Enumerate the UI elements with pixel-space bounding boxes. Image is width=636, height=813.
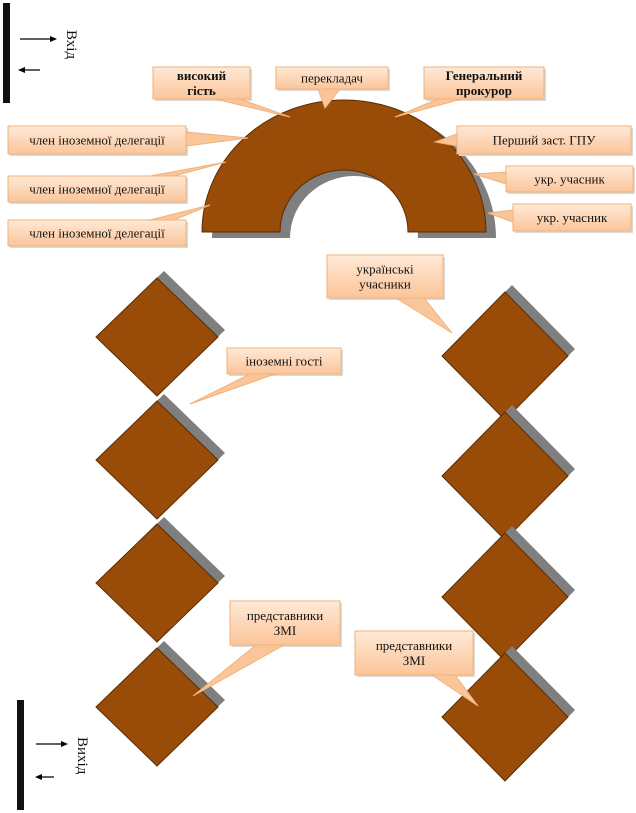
table-left-3 [95, 517, 225, 643]
callout-pointer [214, 98, 291, 118]
callout-ukr-participant-1: укр. учасник [473, 165, 635, 194]
callout-label: член іноземної делегації [29, 182, 165, 197]
callout-label: укр. учасник [534, 172, 605, 187]
callout-label: високий [177, 68, 227, 83]
callout-label: українські [356, 262, 414, 277]
horseshoe-top [201, 99, 487, 233]
callout-label: ЗМІ [403, 653, 425, 668]
callout-box [326, 254, 444, 299]
callout-box [226, 347, 342, 375]
right-table-row [441, 285, 575, 782]
table-top [441, 411, 569, 541]
callout-box [423, 66, 545, 100]
callout-label: іноземні гості [246, 354, 323, 369]
callout-pointer [149, 204, 211, 221]
entrance: Вхід [3, 3, 79, 103]
callout-label: Генеральний [446, 68, 523, 83]
callout-label: гість [187, 83, 216, 98]
callout-foreign-delegation-3: член іноземної делегації [7, 204, 211, 248]
callout-box [275, 66, 389, 90]
table-top [95, 647, 219, 767]
callout-pointer [189, 373, 276, 405]
exit-arrow-in-head [61, 741, 68, 747]
entrance-arrow-out-head [18, 67, 25, 73]
callout-pointer [394, 297, 453, 334]
callout-label: прокурор [456, 83, 512, 98]
callout-box [7, 175, 187, 203]
callout-pointer [394, 98, 463, 118]
table-right-3 [441, 526, 575, 662]
exit-arrow-out-head [35, 774, 42, 780]
entrance-arrow-in-head [50, 36, 57, 42]
callout-label: Перший заст. ГПУ [493, 133, 597, 148]
callout-pointer [149, 161, 227, 177]
callout-label: член іноземної делегації [29, 133, 165, 148]
callout-box [505, 165, 634, 193]
table-right-2 [441, 405, 575, 541]
entrance-label: Вхід [63, 30, 79, 59]
table-top [95, 277, 219, 397]
callout-box [456, 125, 632, 155]
callout-box [7, 125, 187, 155]
callout-box [229, 600, 341, 646]
exit-label: Вихід [74, 737, 90, 775]
table-right-4 [441, 646, 575, 782]
table-right-1 [441, 285, 575, 421]
callout-pointer [192, 644, 286, 697]
callout-label: представники [376, 638, 452, 653]
callout-first-deputy: Перший заст. ГПУ [433, 125, 633, 156]
table-left-4 [95, 641, 225, 767]
callout-box [152, 66, 251, 100]
callout-foreign-guests: іноземні гості [189, 347, 343, 405]
callout-label: член іноземної делегації [29, 226, 165, 241]
callout-translator: перекладач [275, 66, 390, 110]
callout-label: учасники [359, 277, 411, 292]
callout-box [354, 630, 474, 676]
table-top [95, 400, 219, 520]
table-left-1 [95, 271, 225, 397]
callout-label: укр. учасник [537, 210, 608, 225]
callout-ukr-participant-2: укр. учасник [487, 203, 633, 233]
callout-box [7, 219, 187, 247]
entrance-wall [3, 3, 10, 103]
exit-wall [17, 700, 24, 810]
table-top [441, 291, 569, 421]
horseshoe-table [201, 99, 496, 238]
callout-foreign-delegation-1: член іноземної делегації [7, 125, 249, 156]
callout-label: перекладач [301, 71, 363, 86]
table-top [95, 523, 219, 643]
table-left-2 [95, 394, 225, 520]
exit: Вихід [17, 700, 90, 810]
callout-box [512, 203, 632, 232]
left-table-row [95, 271, 225, 767]
callout-label: ЗМІ [274, 623, 296, 638]
callout-label: представники [247, 608, 323, 623]
callout-foreign-delegation-2: член іноземної делегації [7, 161, 227, 204]
